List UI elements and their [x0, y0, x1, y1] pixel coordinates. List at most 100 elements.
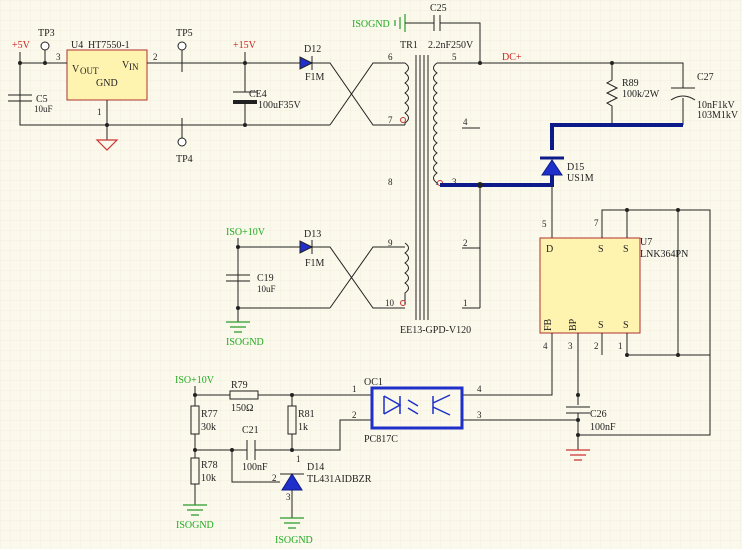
u7-pin5-num: 5 — [542, 219, 547, 229]
c25-ref: C25 — [430, 3, 447, 14]
r81-ref: R81 — [298, 409, 315, 420]
c5-capacitor[interactable]: C5 10uF — [8, 94, 53, 114]
tr1-pin1: 1 — [463, 298, 468, 308]
r89-resistor[interactable]: R89 100k/2W — [605, 63, 660, 125]
oc1-pin3: 3 — [477, 410, 482, 420]
u7-pin4-num: 4 — [543, 341, 548, 351]
d14-pin2: 2 — [272, 473, 277, 483]
tr1-pin8: 8 — [388, 177, 393, 187]
u4-pin2-num: 2 — [153, 52, 158, 62]
u4-ref: U4 — [71, 40, 83, 51]
net-label-isognd-a: ISOGND — [226, 337, 264, 348]
tp5-testpoint[interactable]: TP5 — [176, 28, 193, 72]
u4-pin-vout: V — [72, 64, 80, 75]
net-label-isognd-top: ISOGND — [352, 19, 390, 30]
u7-pin7-num: 7 — [594, 218, 599, 228]
d13-ref: D13 — [304, 229, 321, 240]
ce4-capacitor[interactable]: CE4 100uF35V — [233, 63, 302, 125]
c21-ref: C21 — [242, 425, 259, 436]
d15-diode[interactable]: D15 US1M — [540, 156, 594, 184]
ground-symbol-u4 — [95, 139, 119, 151]
ground-symbol-d14 — [280, 517, 304, 529]
d13-value: F1M — [305, 258, 325, 269]
d14-tl431[interactable]: D14 TL431AIDBZR 1 2 3 — [272, 454, 372, 518]
d13-diode[interactable]: D13 F1M — [299, 229, 325, 269]
wire-c27 — [612, 62, 684, 125]
net-label-isognd-b: ISOGND — [176, 520, 214, 531]
u7-lnk364pn[interactable]: D S S S S FB BP U7 LNK364PN 5 7 4 3 2 1 — [539, 218, 688, 351]
wire-tr1-nc-pins — [462, 127, 480, 309]
net-label-isognd-c: ISOGND — [275, 535, 313, 546]
u7-pin3-num: 3 — [568, 341, 573, 351]
r77-ref: R77 — [201, 409, 218, 420]
c19-value: 10uF — [257, 284, 276, 294]
net-label-iso10v-a: ISO+10V — [226, 227, 266, 238]
d15-ref: D15 — [567, 162, 584, 173]
u4-pin3-num: 3 — [56, 52, 61, 62]
c25-capacitor[interactable]: C25 2.2nF250V — [428, 3, 474, 51]
u4-regulator[interactable]: U4 HT7550-1 V OUT V IN GND 3 2 1 — [56, 40, 158, 117]
r77-resistor[interactable]: R77 30k — [190, 395, 218, 450]
u7-value: LNK364PN — [640, 249, 688, 260]
c19-capacitor[interactable]: C19 10uF — [226, 273, 276, 294]
u7-pin-bp: BP — [568, 318, 579, 331]
c21-capacitor[interactable]: C21 100nF — [242, 425, 268, 473]
r81-resistor[interactable]: R81 1k — [287, 395, 315, 450]
d12-ref: D12 — [304, 44, 321, 55]
r81-value: 1k — [298, 422, 308, 433]
oc1-pin2: 2 — [352, 410, 357, 420]
r79-resistor[interactable]: R79 150Ω — [229, 380, 259, 414]
tr1-ref: TR1 — [400, 40, 418, 51]
c27-capacitor[interactable]: C27 10nF1kV 103M1kV — [670, 72, 739, 121]
oc1-pin1: 1 — [352, 384, 357, 394]
oc1-pin4: 4 — [477, 384, 482, 394]
wire-u7-fb-to-oc1 — [462, 333, 553, 396]
r89-value: 100k/2W — [622, 89, 660, 100]
u7-pin-d: D — [546, 244, 553, 255]
c26-capacitor[interactable]: C26 100nF — [566, 406, 616, 450]
c27-value2: 103M1kV — [697, 110, 739, 121]
net-label-dc-plus: DC+ — [502, 52, 522, 63]
u7-pin-s4: S — [623, 320, 629, 331]
d15-value: US1M — [567, 173, 594, 184]
oc1-value: PC817C — [364, 434, 398, 445]
tp4-testpoint[interactable]: TP4 — [176, 118, 193, 165]
r78-resistor[interactable]: R78 10k — [190, 450, 218, 505]
r79-ref: R79 — [231, 380, 248, 391]
wire-d13-cross-b — [329, 246, 405, 309]
ce4-value: 100uF35V — [258, 100, 302, 111]
c25-value: 2.2nF250V — [428, 40, 474, 51]
tp4-ref: TP4 — [176, 154, 193, 165]
r78-ref: R78 — [201, 460, 218, 471]
u4-pin-vin-sub: IN — [129, 62, 139, 72]
u4-pin-gnd: GND — [96, 78, 118, 89]
u7-ref: U7 — [640, 237, 652, 248]
d14-ref: D14 — [307, 462, 324, 473]
u7-pin-fb: FB — [543, 318, 554, 331]
oc1-optocoupler[interactable]: OC1 PC817C 1 2 4 3 — [352, 377, 482, 445]
tp3-ref: TP3 — [38, 28, 55, 39]
u4-pin1-num: 1 — [97, 107, 102, 117]
c27-value: 10nF1kV — [697, 100, 736, 111]
wire-c25 — [405, 22, 481, 63]
c19-ref: C19 — [257, 273, 274, 284]
u7-pin-s1: S — [598, 244, 604, 255]
c21-value: 100nF — [242, 462, 268, 473]
tr1-transformer[interactable]: TR1 EE13-GPD-V120 6 7 8 9 10 5 4 3 2 1 — [385, 40, 471, 336]
tp3-testpoint[interactable]: TP3 — [38, 28, 55, 63]
d14-pin1: 1 — [296, 454, 301, 464]
u4-pin-vout-sub: OUT — [80, 66, 99, 76]
ground-symbol-c19 — [226, 321, 250, 333]
c5-value: 10uF — [34, 104, 53, 114]
wire-u7-source-rail — [578, 209, 711, 436]
wire-ground-rail — [19, 63, 330, 126]
u7-pin-s2: S — [623, 244, 629, 255]
tr1-pin6: 6 — [388, 52, 393, 62]
c5-ref: C5 — [36, 94, 48, 105]
u4-value: HT7550-1 — [88, 40, 130, 51]
c27-ref: C27 — [697, 72, 714, 83]
r77-value: 30k — [201, 422, 216, 433]
tr1-pin9: 9 — [388, 238, 393, 248]
tr1-pin7: 7 — [388, 115, 393, 125]
